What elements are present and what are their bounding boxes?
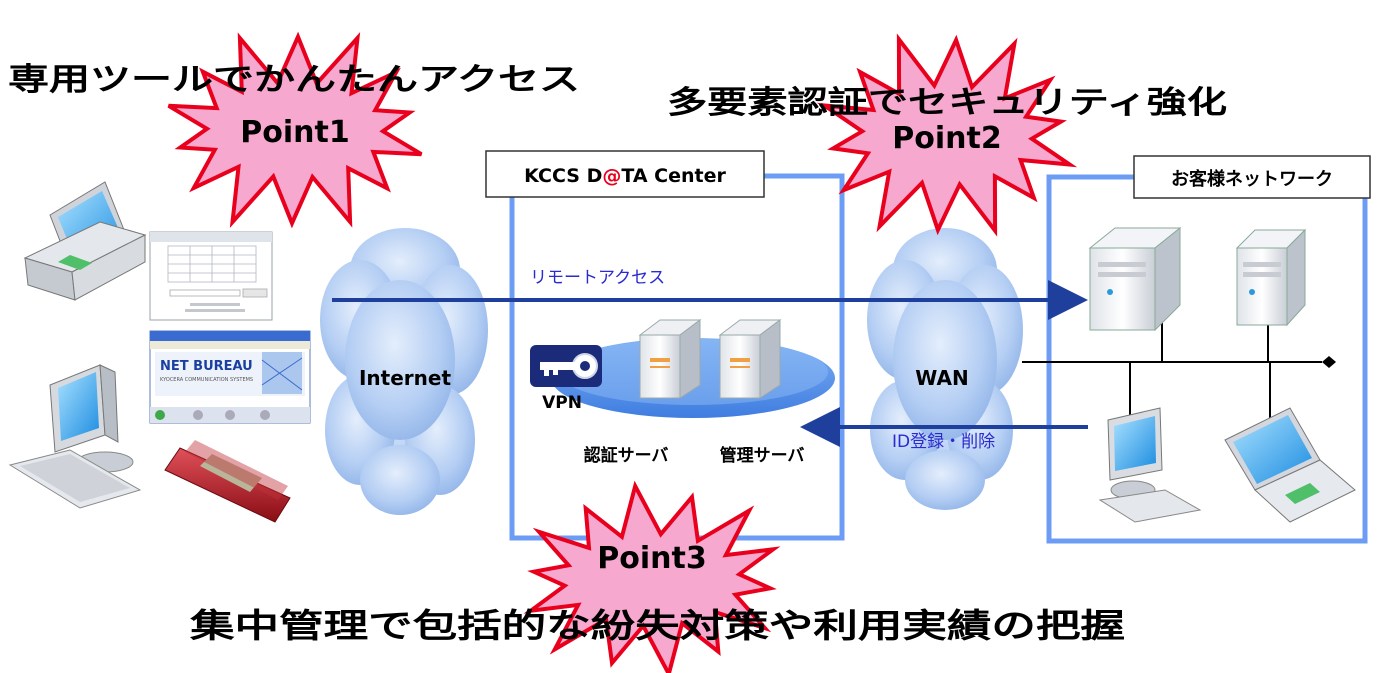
wan-cloud: WAN [867, 228, 1023, 510]
client-laptop-icon [23, 181, 147, 301]
customer-network-frame: お客様ネットワーク [1046, 155, 1371, 544]
netbureau-vendor: KYOCERA COMMUNICATION SYSTEMS [160, 377, 253, 383]
customer-server-icon [1088, 226, 1182, 332]
customer-network-bus [1022, 318, 1322, 420]
netbureau-client-window: NET BUREAU KYOCERA COMMUNICATION SYSTEMS [149, 330, 311, 424]
point1-label: Point1 [240, 115, 349, 150]
point1-caption: 専用ツールでかんたんアクセス [8, 62, 580, 98]
customer-server-icon [1235, 228, 1307, 327]
point3-caption: 集中管理で包括的な紛失対策や利用実績の把握 [189, 606, 1125, 645]
customer-desktop-icon [1098, 407, 1202, 523]
point2-burst: Point2 [816, 33, 1078, 237]
datacenter-label: KCCS D@TA Center [524, 165, 726, 187]
point1-burst: Point1 [167, 31, 423, 229]
id-registration-label: ID登録・削除 [892, 432, 995, 452]
point2-label: Point2 [892, 121, 1001, 156]
mgmt-server-label: 管理サーバ [720, 445, 805, 466]
customer-laptop-icon [1224, 407, 1356, 523]
remote-access-label: リモートアクセス [530, 268, 665, 288]
vpn-key-icon [530, 345, 602, 387]
auth-server-icon [638, 319, 702, 399]
point3-label: Point3 [597, 541, 706, 576]
mgmt-server-icon [718, 319, 782, 399]
netbureau-logo: NET BUREAU [160, 359, 253, 374]
bus-terminator-icon [1322, 356, 1336, 368]
auth-server-label: 認証サーバ [584, 445, 669, 466]
point2-caption: 多要素認証でセキュリティ強化 [667, 85, 1227, 121]
point3-burst: Point3 [523, 480, 781, 673]
usb-token-icon [164, 440, 291, 523]
vpn-label: VPN [542, 393, 582, 413]
wan-label: WAN [915, 366, 968, 390]
datacenter-frame: KCCS D@TA Center [485, 150, 845, 541]
token-card-window [149, 231, 273, 321]
customer-network-label: お客様ネットワーク [1171, 168, 1333, 190]
internet-label: Internet [359, 366, 451, 390]
client-desktop-icon [8, 364, 142, 509]
internet-cloud: Internet [320, 228, 488, 515]
